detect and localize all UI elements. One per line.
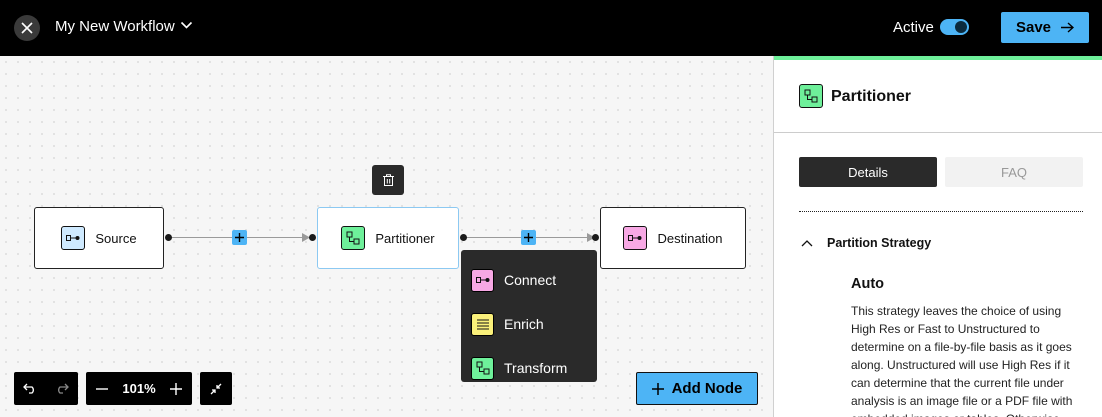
connect-icon <box>471 268 494 292</box>
node-partitioner[interactable]: Partitioner <box>317 207 459 269</box>
zoom-in-button[interactable] <box>160 372 192 405</box>
add-node-button[interactable]: Add Node <box>636 372 758 405</box>
connector-handle[interactable] <box>165 234 172 241</box>
zoom-out-button[interactable] <box>86 372 118 405</box>
workflow-canvas[interactable]: Source Partitioner Destination Connect E… <box>0 56 773 417</box>
transform-icon <box>471 356 494 380</box>
active-toggle[interactable] <box>940 19 969 35</box>
partitioner-icon <box>341 226 366 250</box>
menu-item-label: Enrich <box>504 316 544 332</box>
fit-view-button[interactable] <box>200 372 232 405</box>
panel-header: Partitioner <box>774 60 1102 133</box>
chevron-down-icon[interactable] <box>180 21 193 30</box>
workflow-name[interactable]: My New Workflow <box>55 18 175 35</box>
connector-handle[interactable] <box>592 234 599 241</box>
node-destination[interactable]: Destination <box>600 207 746 269</box>
partitioner-icon <box>799 84 823 108</box>
add-node-label: Add Node <box>671 380 743 397</box>
undo-icon <box>23 383 34 394</box>
edge-arrow-icon <box>302 233 310 242</box>
top-bar: My New Workflow Active Save <box>0 0 1102 56</box>
menu-item-label: Transform <box>504 360 568 376</box>
panel-accent-bar <box>774 56 1102 60</box>
enrich-icon <box>471 312 494 336</box>
save-label: Save <box>1015 19 1052 36</box>
source-icon <box>61 226 86 250</box>
collapse-icon <box>210 383 222 394</box>
add-step-button[interactable] <box>232 230 247 245</box>
partition-strategy-section-toggle[interactable]: Partition Strategy <box>801 236 931 250</box>
redo-icon <box>58 383 69 394</box>
tab-details[interactable]: Details <box>799 157 937 187</box>
add-step-button[interactable] <box>521 230 536 245</box>
node-source[interactable]: Source <box>34 207 164 269</box>
trash-icon <box>382 174 394 186</box>
section-title: Partition Strategy <box>827 236 932 250</box>
redo-button[interactable] <box>46 372 78 405</box>
minus-icon <box>96 387 108 390</box>
plus-icon <box>651 382 664 395</box>
chevron-up-icon <box>801 240 813 247</box>
add-step-menu: Connect Enrich Transform <box>461 250 597 382</box>
panel-title: Partitioner <box>831 88 912 105</box>
node-label: Destination <box>657 230 723 246</box>
destination-icon <box>623 226 648 250</box>
menu-item-enrich[interactable]: Enrich <box>461 302 597 346</box>
plus-icon <box>524 233 533 242</box>
menu-item-transform[interactable]: Transform <box>461 346 597 390</box>
close-icon <box>21 22 33 34</box>
zoom-controls: 101% <box>86 372 192 405</box>
node-label: Partitioner <box>375 230 435 246</box>
strategy-name: Auto <box>851 276 885 292</box>
edge-arrow-icon <box>587 233 595 242</box>
divider <box>799 211 1083 212</box>
node-details-panel: Partitioner Details FAQ Partition Strate… <box>773 56 1102 417</box>
node-label: Source <box>95 230 137 246</box>
plus-icon <box>235 233 244 242</box>
arrow-right-icon <box>1061 22 1075 33</box>
connector-handle[interactable] <box>309 234 316 241</box>
tab-faq[interactable]: FAQ <box>945 157 1083 187</box>
undo-button[interactable] <box>14 372 46 405</box>
save-button[interactable]: Save <box>1001 12 1089 43</box>
menu-item-connect[interactable]: Connect <box>461 258 597 302</box>
menu-item-label: Connect <box>504 272 557 288</box>
zoom-level: 101% <box>122 381 156 396</box>
plus-icon <box>170 382 182 395</box>
delete-node-button[interactable] <box>372 165 404 195</box>
strategy-description: This strategy leaves the choice of using… <box>851 304 1073 417</box>
fit-view-controls <box>200 372 232 405</box>
close-button[interactable] <box>14 15 40 41</box>
toggle-knob <box>955 21 967 33</box>
active-label: Active <box>893 19 934 36</box>
connector-handle[interactable] <box>460 234 467 241</box>
history-controls <box>14 372 78 405</box>
